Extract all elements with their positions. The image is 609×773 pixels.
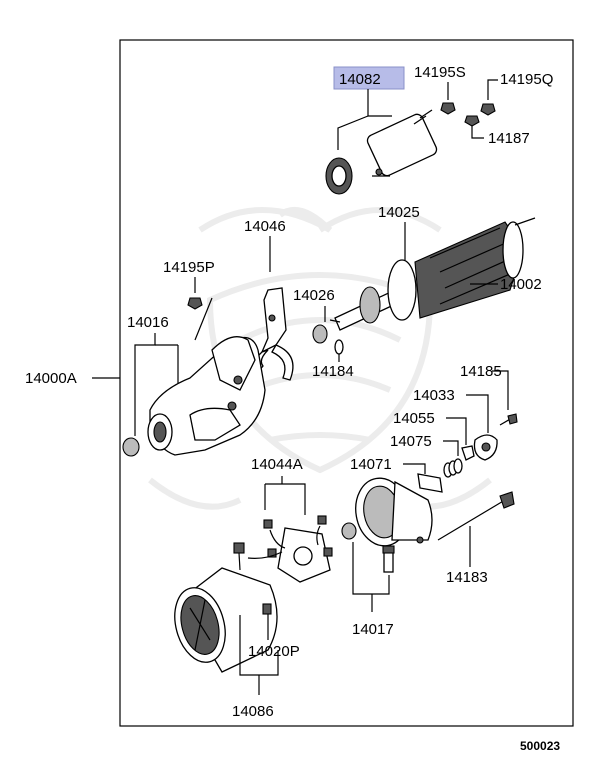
leader-14195p-b xyxy=(194,297,213,341)
label-14025[interactable]: 14025 xyxy=(378,204,420,221)
label-14017[interactable]: 14017 xyxy=(352,621,394,638)
diagram-frame xyxy=(119,39,574,727)
through-bolt-14183[interactable] xyxy=(437,491,515,541)
label-14033[interactable]: 14033 xyxy=(413,387,455,404)
leader-14055 xyxy=(446,417,467,445)
leader-14082b xyxy=(337,115,369,150)
label-14026[interactable]: 14026 xyxy=(293,287,335,304)
screw-14017[interactable] xyxy=(382,545,395,573)
leader-14195q xyxy=(487,79,498,100)
yoke-part[interactable] xyxy=(167,542,278,673)
nut-14195s[interactable] xyxy=(440,102,456,115)
label-14183[interactable]: 14183 xyxy=(446,569,488,586)
label-14000a[interactable]: 14000A xyxy=(25,370,77,387)
ring-14184[interactable] xyxy=(334,339,344,355)
label-14055[interactable]: 14055 xyxy=(393,410,435,427)
watermark-emblem xyxy=(148,207,492,510)
highlight-box xyxy=(333,66,405,90)
leader-14016 xyxy=(134,333,156,436)
label-14046[interactable]: 14046 xyxy=(244,218,286,235)
screw-14185[interactable] xyxy=(499,413,518,426)
label-14184[interactable]: 14184 xyxy=(312,363,354,380)
plate-14071[interactable] xyxy=(417,473,443,493)
leader-14071 xyxy=(403,463,426,474)
leader-14082 xyxy=(367,89,392,117)
leader-14017 xyxy=(352,542,390,595)
brush-holder-part[interactable] xyxy=(247,515,333,583)
bush-14026[interactable] xyxy=(312,324,328,344)
rear-cover-part[interactable] xyxy=(350,474,433,550)
label-14044a[interactable]: 14044A xyxy=(251,456,303,473)
label-14195p[interactable]: 14195P xyxy=(163,259,215,276)
nut-14195p[interactable] xyxy=(187,297,203,310)
solenoid-part[interactable] xyxy=(325,109,438,195)
label-14086[interactable]: 14086 xyxy=(232,703,274,720)
label-14016[interactable]: 14016 xyxy=(127,314,169,331)
leader-14187 xyxy=(471,125,484,139)
armature-part[interactable] xyxy=(329,217,536,331)
label-14082[interactable]: 14082 xyxy=(339,71,381,88)
label-14020p[interactable]: 14020P xyxy=(248,643,300,660)
label-14195s[interactable]: 14195S xyxy=(414,64,466,81)
leader-14075 xyxy=(443,440,459,456)
front-housing-part[interactable] xyxy=(147,336,266,456)
leader-14044a-b xyxy=(265,483,306,515)
label-14075[interactable]: 14075 xyxy=(390,433,432,450)
spring-14075[interactable] xyxy=(443,458,463,478)
bush-14017[interactable] xyxy=(341,522,357,540)
figure-code: 500023 xyxy=(520,739,560,753)
label-14002[interactable]: 14002 xyxy=(500,276,542,293)
label-14071[interactable]: 14071 xyxy=(350,456,392,473)
label-14195q[interactable]: 14195Q xyxy=(500,71,553,88)
nut-14195q[interactable] xyxy=(480,103,496,116)
nut-14187[interactable] xyxy=(464,115,480,127)
clip-14055[interactable] xyxy=(461,445,475,461)
bush-14016[interactable] xyxy=(122,437,140,457)
label-14185[interactable]: 14185 xyxy=(460,363,502,380)
leader-14033 xyxy=(466,394,489,433)
leader-14185 xyxy=(492,370,509,410)
label-14187[interactable]: 14187 xyxy=(488,130,530,147)
cap-14033[interactable] xyxy=(473,434,498,461)
